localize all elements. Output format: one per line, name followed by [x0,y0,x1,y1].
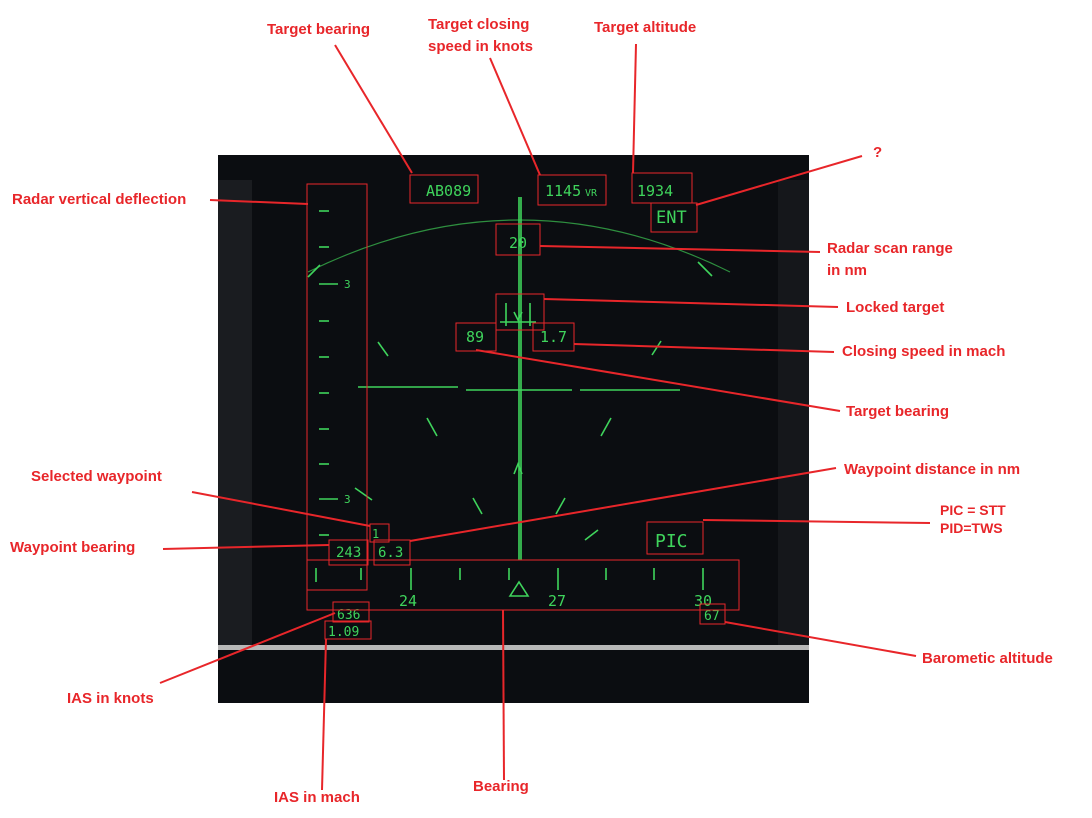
label-pic-2: PID=TWS [940,520,1003,536]
leader-target-bearing-right [475,349,841,412]
box-mode [646,521,704,555]
arc-tick [697,261,713,277]
hud-top-bearing: AB089 [426,182,471,200]
hud-closing-mach: 1.7 [540,328,567,346]
label-closing-speed-2: speed in knots [428,38,534,55]
annotation-boxes [306,172,740,640]
label-ias-mach: IAS in mach [274,789,360,806]
arc-tick [307,264,321,278]
label-target-bearing-right: Target bearing [846,403,950,420]
hud-closing-speed: 1145 [545,182,581,200]
leader-radar-vertical [209,199,309,205]
leader-ias-mach [321,638,327,791]
hud-ent: ENT [656,208,687,228]
cockpit-frame-left [218,180,252,650]
box-ias-mach [324,620,372,640]
box-top-bearing [409,174,479,204]
box-vertical-deflection [306,183,368,591]
leader-altitude [632,43,637,174]
label-target-bearing-top: Target bearing [267,21,371,38]
scan-tick [600,417,612,437]
steering-arrow [513,461,523,475]
box-closing-speed [537,174,607,206]
vertical-deflection-ladder [319,210,338,536]
label-closing-mach: Closing speed in mach [842,343,1006,360]
box-baro-alt [699,603,726,625]
cockpit-frame-right [778,180,809,650]
label-bearing: Bearing [473,778,529,795]
hud-altitude: 1934 [637,182,673,200]
label-closing-speed-1: Target closing [428,16,530,33]
hud-ias-mach: 1.09 [328,625,359,640]
leader-radar-range [539,245,821,253]
hud-symbology [307,197,731,597]
hud-heading-30: 30 [694,592,712,610]
label-ias-knots: IAS in knots [67,690,154,707]
box-ent [650,202,698,233]
scan-tick [354,487,373,501]
hud-ias-knots: 636 [337,608,360,623]
scan-tick [584,529,599,541]
box-closing-mach [532,322,575,352]
label-radar-vertical: Radar vertical deflection [12,191,187,208]
leader-bearing [502,609,505,781]
box-ias-knots [332,601,370,623]
label-waypoint-distance: Waypoint distance in nm [844,461,1021,478]
leader-pic [702,519,931,524]
hud-mode: PIC [655,531,688,552]
label-question: ? [873,144,883,161]
hud-waypoint-distance: 6.3 [378,545,403,561]
scan-tick [555,497,566,515]
hud-target-bearing: 89 [466,328,484,346]
leader-target-bearing-top [334,44,413,174]
hud-ladder-mark-lower: 3 [344,493,351,506]
hud-ladder-mark-upper: 3 [344,278,351,291]
leader-selected-waypoint [191,491,371,527]
glare-strip [218,645,809,650]
box-waypoint-bearing [328,539,369,566]
leader-closing-speed [489,57,541,176]
label-selected-waypoint: Selected waypoint [31,468,162,485]
hud-heading-27: 27 [548,592,566,610]
locked-target-symbol [500,303,536,326]
box-waypoint-distance [373,539,411,566]
hud-selected-waypoint: 1 [372,527,379,541]
leader-waypoint-distance [409,467,837,542]
hud-range: 20 [509,234,527,252]
scan-tick [426,417,438,437]
box-selected-waypoint [369,523,390,543]
hud-heading-24: 24 [399,592,417,610]
leader-question [695,155,863,206]
label-waypoint-bearing: Waypoint bearing [10,539,136,556]
box-heading-tape [306,559,740,611]
hud-screen [218,155,809,703]
box-range [495,223,541,256]
label-barometric-altitude: Barometic altitude [922,650,1053,667]
scan-tick [377,341,389,357]
annotation-leaders [159,43,931,791]
box-locked-target [495,293,545,331]
label-pic-1: PIC = STT [940,502,1006,518]
hud-baro-alt: 67 [704,609,720,624]
scan-tick [651,340,662,356]
leader-baro-alt [724,621,917,657]
label-radar-range-2: in nm [827,262,867,279]
hud-waypoint-bearing: 243 [336,545,361,561]
leader-ias-knots [159,612,336,684]
heading-tape-ticks [315,568,704,590]
leader-waypoint-bearing [162,544,330,550]
label-target-altitude: Target altitude [594,19,697,36]
leader-locked-target [543,298,839,308]
label-radar-range-1: Radar scan range [827,240,953,257]
heading-caret [508,580,530,597]
hud-closing-speed-unit: VR [585,188,598,199]
leader-closing-mach [573,343,835,353]
scan-tick [472,497,483,515]
label-locked-target: Locked target [846,299,945,316]
